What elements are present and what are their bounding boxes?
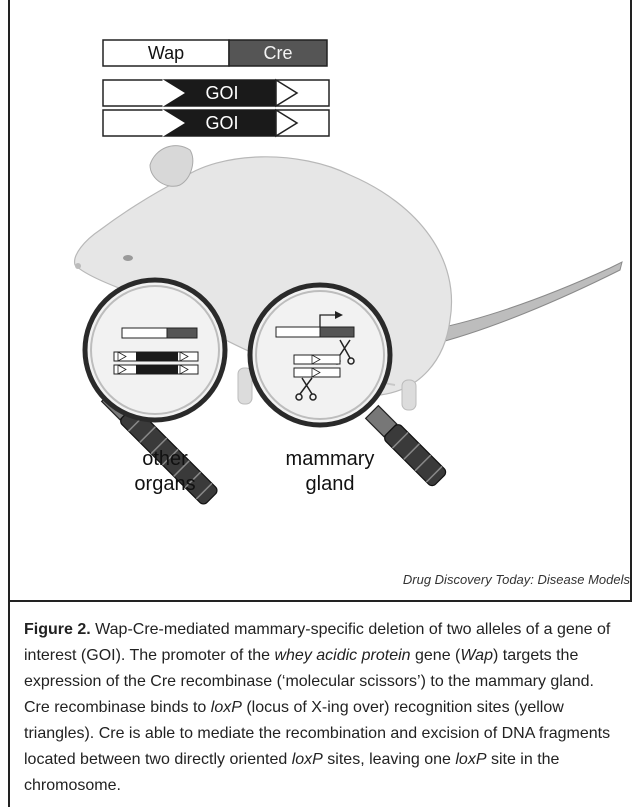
label-organs: organs <box>134 473 195 495</box>
mouse-nose <box>75 263 81 269</box>
right-handle <box>364 404 447 487</box>
mouse-illustration: Wap Cre GOI GOI <box>0 0 640 560</box>
right-cre-mini <box>320 327 354 337</box>
caption-text-5: sites, leaving one <box>323 751 456 768</box>
goi-allele-2: GOI <box>103 110 329 136</box>
left-lens <box>85 280 225 420</box>
goi-label-2: GOI <box>205 113 238 133</box>
caption-text-2: gene ( <box>411 647 461 664</box>
label-gland: gland <box>306 473 355 495</box>
goi-label-1: GOI <box>205 83 238 103</box>
goi-allele-1: GOI <box>103 80 329 106</box>
left-wap-mini <box>122 328 167 338</box>
mouse-ear <box>150 146 193 187</box>
frame-bottom-line <box>8 600 632 602</box>
label-mammary: mammary <box>286 448 375 470</box>
right-wap-mini <box>276 327 320 337</box>
mouse-leg-back <box>402 380 416 410</box>
wap-cre-transgene: Wap Cre <box>103 40 327 66</box>
caption-italic-1: whey acidic protein <box>274 647 410 664</box>
caption-italic-4: loxP <box>292 751 323 768</box>
caption-italic-2: Wap <box>460 647 493 664</box>
caption-label: Figure 2. <box>24 621 91 638</box>
wap-label: Wap <box>148 43 184 63</box>
caption-italic-5: loxP <box>455 751 486 768</box>
cre-label: Cre <box>263 43 292 63</box>
mouse-tail <box>430 262 622 345</box>
source-credit: Drug Discovery Today: Disease Models <box>300 572 630 587</box>
label-other: other <box>142 448 188 470</box>
figure-caption: Figure 2. Wap-Cre-mediated mammary-speci… <box>24 617 622 799</box>
left-cre-mini <box>167 328 197 338</box>
mouse-eye <box>123 255 133 261</box>
caption-italic-3: loxP <box>211 699 242 716</box>
